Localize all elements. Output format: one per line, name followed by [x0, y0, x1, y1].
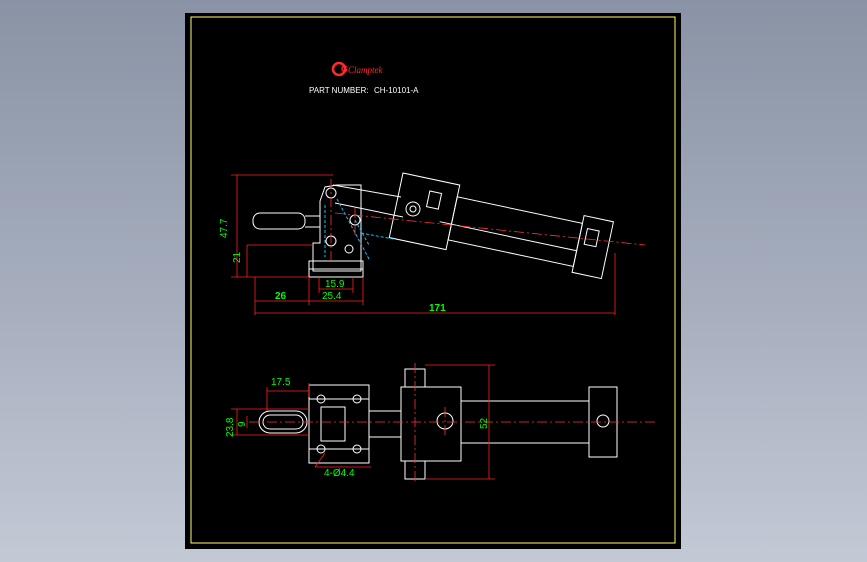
side-view — [252, 172, 615, 280]
dim-handle-offset: 26 — [275, 291, 287, 302]
part-number-value: CH-10101-A — [374, 86, 419, 95]
top-center-lines — [249, 363, 655, 483]
side-center-lines — [330, 179, 646, 263]
dim-base-hole-spacing: 15.9 — [325, 279, 345, 290]
drawing-frame — [190, 16, 676, 544]
drawing-sheet: G Clamptek PART NUMBER: CH-10101-A — [185, 13, 681, 549]
dim-base-width: 25.4 — [322, 291, 342, 302]
side-hidden-lines — [324, 198, 394, 260]
dim-pivot-height: 21 — [232, 251, 243, 263]
brand-logo-mark — [331, 61, 347, 77]
top-view — [258, 368, 618, 480]
side-pivot-rod — [405, 201, 421, 217]
dim-overall-length: 171 — [429, 303, 446, 314]
side-cylinder — [388, 172, 615, 280]
cad-drawing: G Clamptek PART NUMBER: CH-10101-A — [190, 16, 676, 544]
dim-overall-height: 47.7 — [219, 218, 230, 238]
side-body — [312, 184, 362, 272]
dim-cylinder-width: 52 — [479, 417, 490, 429]
part-number-label: PART NUMBER: — [309, 86, 369, 95]
top-mount-hole — [316, 394, 326, 404]
dim-mounting-holes: 4-Ø4.4 — [324, 468, 355, 479]
side-pivot-low — [344, 244, 354, 254]
dim-handle-width: 9 — [237, 421, 248, 427]
brand-name: Clamptek — [348, 65, 383, 75]
brand-logo-mark-letter: G — [341, 64, 348, 74]
top-dimension-lines — [231, 364, 495, 480]
dim-handle-length: 17.5 — [271, 377, 291, 388]
dim-overall-width: 23.8 — [225, 417, 236, 437]
side-handle — [252, 212, 306, 230]
side-dimension-lines — [231, 174, 616, 315]
brand-logo: G Clamptek — [331, 61, 383, 77]
